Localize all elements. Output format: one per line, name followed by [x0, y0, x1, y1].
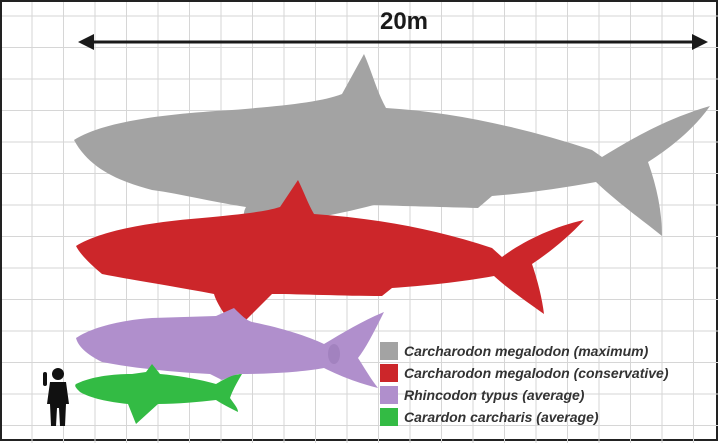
scale-label: 20m [364, 8, 444, 36]
human-silhouette [43, 368, 69, 426]
legend: Carcharodon megalodon (maximum) Carcharo… [380, 340, 669, 428]
legend-item-megalodon-conservative: Carcharodon megalodon (conservative) [380, 362, 669, 384]
legend-swatch [380, 342, 398, 360]
megalodon-maximum-silhouette [74, 54, 710, 236]
legend-item-great-white: Carardon carcharis (average) [380, 406, 669, 428]
legend-swatch [380, 364, 398, 382]
legend-swatch [380, 386, 398, 404]
legend-item-megalodon-maximum: Carcharodon megalodon (maximum) [380, 340, 669, 362]
legend-label: Carcharodon megalodon (conservative) [404, 365, 669, 381]
legend-item-whale-shark: Rhincodon typus (average) [380, 384, 669, 406]
legend-label: Carcharodon megalodon (maximum) [404, 343, 648, 359]
legend-swatch [380, 408, 398, 426]
legend-label: Carardon carcharis (average) [404, 409, 599, 425]
legend-label: Rhincodon typus (average) [404, 387, 584, 403]
